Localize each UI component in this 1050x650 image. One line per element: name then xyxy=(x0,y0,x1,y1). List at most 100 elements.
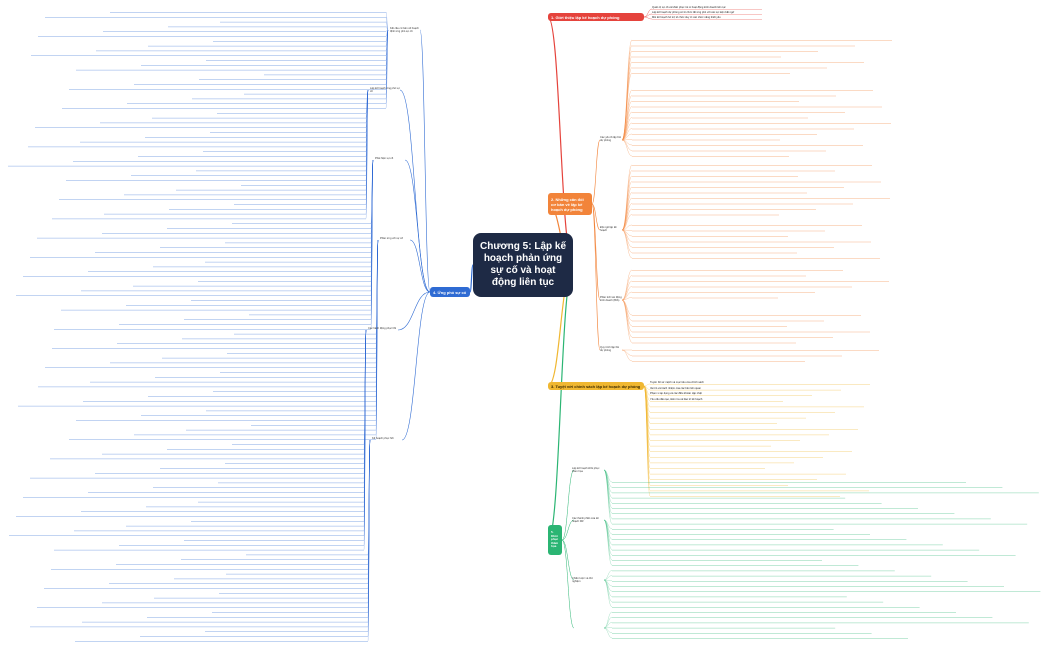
connector-line xyxy=(621,349,633,362)
connector-line xyxy=(561,539,575,629)
branch-1-introduction[interactable]: 1. Giới thiệu lập kế hoạch dự phòng xyxy=(548,13,644,21)
connector-line xyxy=(621,122,633,141)
connector-line xyxy=(643,16,653,20)
branch-2-fundamentals[interactable]: 2. Những cân đối cơ bản về lập kế hoạch … xyxy=(548,193,592,215)
connector-line xyxy=(409,239,431,293)
connector-line xyxy=(367,439,371,641)
central-topic-title: Chương 5: Lập kế hoạch phản ứng sự cố và… xyxy=(479,241,567,288)
connector-line xyxy=(621,170,633,231)
policy-leaf[interactable]: Vai trò và trách nhiệm của các bên liên … xyxy=(650,386,701,390)
policy-leaf[interactable]: Yêu cầu đào tạo, kiểm tra và bảo trì kế … xyxy=(650,397,703,401)
connector-line xyxy=(621,111,633,141)
connector-line xyxy=(621,208,633,231)
branch-5-label: 5. Khôi phục thảm họa xyxy=(551,530,559,549)
connector-line xyxy=(621,229,633,231)
connector-line xyxy=(621,100,633,141)
fundamentals-subtopic[interactable]: Đội ngũ lập kế hoạch xyxy=(600,226,617,232)
connector-line xyxy=(603,617,613,629)
connector-line xyxy=(603,519,613,566)
connector-line xyxy=(603,519,613,555)
connector-line xyxy=(621,299,633,343)
connector-line xyxy=(621,297,633,301)
fundamentals-subtopic[interactable]: Phân tích tác động kinh doanh (BIA) xyxy=(600,296,622,302)
connector-line xyxy=(621,133,633,141)
connector-line xyxy=(643,8,653,18)
policy-leaf[interactable]: Phạm vi áp dụng và các điều khoản cập nh… xyxy=(650,392,702,396)
connector-line xyxy=(621,106,633,141)
branch-3-policy[interactable]: 3. Tuyệt vời chính sách lập kế hoạch dự … xyxy=(548,382,644,390)
dr-subtopic[interactable]: Lập kế hoạch khôi phục thảm họa xyxy=(572,467,600,473)
incident-subtopic[interactable]: Phản ứng với sự cố xyxy=(380,237,403,240)
connector-line xyxy=(603,611,613,629)
fundamentals-subtopic[interactable]: Quy trình lập KH dự phòng xyxy=(600,346,620,352)
connector-line xyxy=(621,197,633,231)
incident-subtopic[interactable]: Các hành động phục hồi xyxy=(368,327,397,330)
connector-line xyxy=(621,72,633,141)
connector-line xyxy=(404,159,431,293)
connector-line xyxy=(385,11,389,31)
connector-line xyxy=(621,203,633,231)
connector-line xyxy=(603,469,613,514)
intro-leaf[interactable]: Mỗi kế hoạch hỗ trợ tổ chức duy trì các … xyxy=(652,16,721,19)
connector-line xyxy=(621,275,633,301)
connector-line xyxy=(401,291,431,441)
connector-line xyxy=(621,181,633,231)
connector-line xyxy=(561,519,575,541)
connector-line xyxy=(603,627,613,633)
connector-line xyxy=(621,299,633,321)
connector-line xyxy=(621,214,633,231)
connector-line xyxy=(621,139,633,141)
connector-line xyxy=(385,29,389,109)
connector-line xyxy=(621,280,633,301)
connector-line xyxy=(591,139,601,205)
connector-line xyxy=(621,286,633,301)
connector-line xyxy=(370,159,374,329)
connector-line xyxy=(621,229,633,253)
connector-line xyxy=(603,469,613,524)
connector-line xyxy=(603,570,613,581)
intro-leaf[interactable]: Quản trị sự cố và khắc phục rủi ro hoạt … xyxy=(652,6,726,9)
connector-line xyxy=(561,469,575,541)
branch-4-incident-response[interactable]: 4. Ứng phó sự cố xyxy=(430,287,470,297)
connector-line xyxy=(603,579,613,592)
dr-subtopic[interactable]: Các thành phần của kế hoạch DR xyxy=(572,517,599,523)
connector-line xyxy=(547,16,574,263)
connector-line xyxy=(621,56,633,141)
connector-line xyxy=(469,264,474,293)
connector-line xyxy=(621,175,633,231)
incident-subtopic[interactable]: Lập kế hoạch ứng phó sự cố xyxy=(370,87,400,93)
connector-line xyxy=(385,26,389,31)
policy-leaf[interactable]: Tuyên bố sứ mệnh và mục tiêu của chính s… xyxy=(650,381,704,384)
incident-subtopic[interactable]: Kế hoạch phục hồi xyxy=(372,437,394,440)
connector-line xyxy=(621,229,633,259)
dr-subtopic[interactable]: Chiến lược và thử nghiệm xyxy=(572,577,593,583)
intro-leaf[interactable]: Lập kế hoạch dự phòng có tổ chức để ứng … xyxy=(652,11,735,14)
connector-line xyxy=(603,519,613,540)
branch-1-label: 1. Giới thiệu lập kế hoạch dự phòng xyxy=(551,14,620,20)
branch-4-label: 4. Ứng phó sự cố xyxy=(433,289,467,295)
connector-line xyxy=(419,29,431,293)
central-topic[interactable]: Chương 5: Lập kế hoạch phản ứng sự cố và… xyxy=(473,233,573,297)
branch-3-label: 3. Tuyệt vời chính sách lập kế hoạch dự … xyxy=(551,383,641,389)
connector-line xyxy=(591,203,601,301)
connector-line xyxy=(621,89,633,141)
connector-line xyxy=(591,203,601,231)
connector-line xyxy=(561,539,575,581)
branch-2-label: 2. Những cân đối cơ bản về lập kế hoạch … xyxy=(551,196,584,212)
connector-line xyxy=(621,192,633,231)
incident-subtopic[interactable]: Kết cấu cơ bản về hoạch định ứng phó sự … xyxy=(390,27,419,33)
connector-line xyxy=(621,291,633,301)
fundamentals-subtopic[interactable]: Các yếu tố lập KH dự phòng xyxy=(600,136,621,142)
connector-line xyxy=(621,117,633,141)
connector-line xyxy=(397,291,431,331)
connector-line xyxy=(621,299,633,338)
connector-line xyxy=(385,21,389,31)
connector-line xyxy=(365,89,369,219)
connector-line xyxy=(621,186,633,231)
connector-line xyxy=(621,139,633,157)
connector-line xyxy=(621,269,633,301)
connector-line xyxy=(603,627,613,639)
branch-5-disaster-recovery[interactable]: 5. Khôi phục thảm họa xyxy=(548,525,562,555)
incident-subtopic[interactable]: Phát hiện sự cố xyxy=(375,157,394,160)
